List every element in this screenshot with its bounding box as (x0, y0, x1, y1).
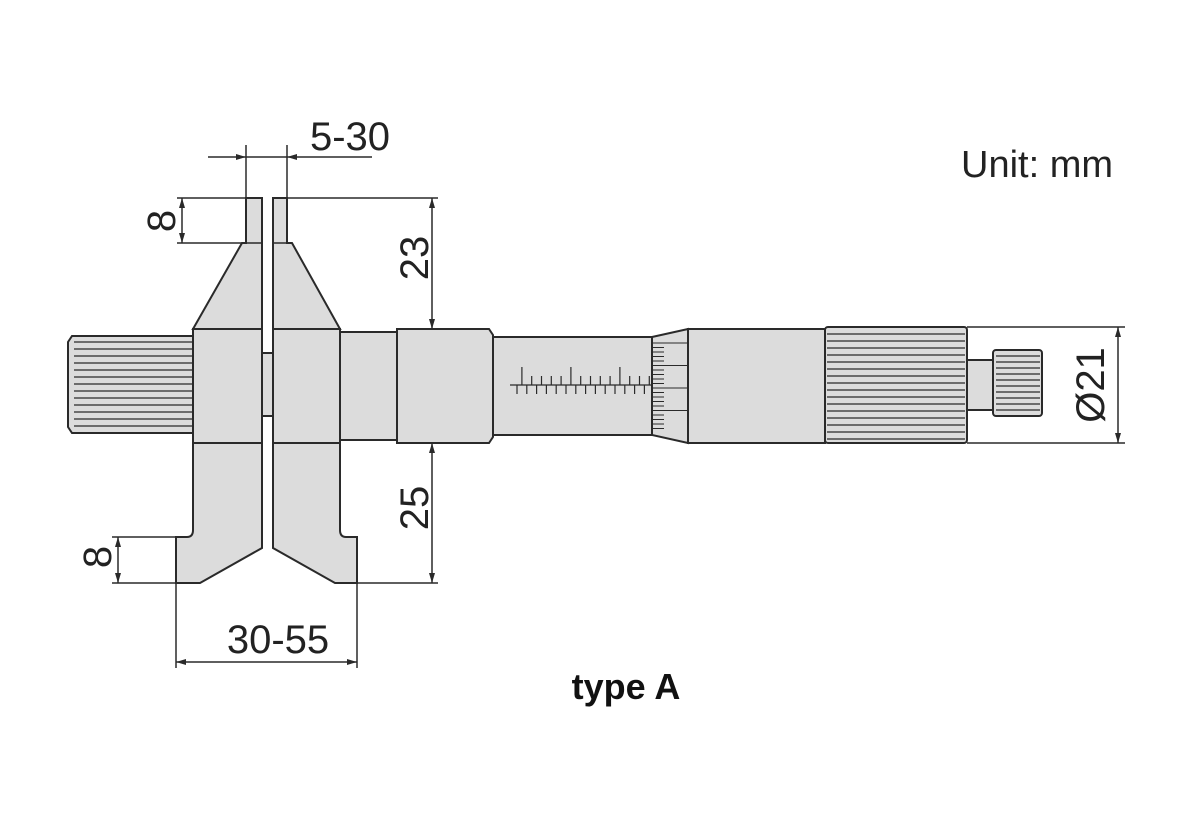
dim-upper-tip-label: 8 (140, 210, 184, 232)
dim-upper-jaw-label: 23 (393, 236, 437, 281)
dim-lower-jaw-label: 25 (393, 486, 437, 531)
sleeve (492, 336, 653, 436)
spindle-body (339, 331, 398, 441)
caption: type A (572, 666, 681, 707)
left-knurl (67, 335, 194, 434)
collar (396, 328, 494, 444)
dim-lower-tip: 8 (76, 536, 176, 584)
dim-upper-tip: 8 (140, 197, 246, 244)
sleeve-scale (510, 367, 652, 394)
ratchet-cap (992, 349, 1043, 417)
unit-label: Unit: mm (961, 144, 1113, 186)
dim-outer-range-label: 30-55 (227, 618, 329, 662)
upper-jaw-right (272, 197, 342, 330)
dim-tip-gap-label: 5-30 (310, 115, 390, 159)
thimble-bevel (651, 327, 689, 445)
body-block-left (192, 328, 263, 444)
dim-upper-jaw: 23 (287, 197, 438, 329)
body-block-right (272, 328, 341, 444)
dim-outer-range: 30-55 (175, 583, 358, 668)
center-connector (261, 352, 274, 417)
dim-diameter: Ø21 (967, 326, 1125, 444)
lower-jaw-left (175, 442, 263, 584)
upper-jaw-left (191, 197, 263, 330)
dim-lower-tip-label: 8 (76, 546, 120, 568)
dim-diameter-label: Ø21 (1069, 347, 1113, 423)
dim-tip-gap: 5-30 (208, 115, 390, 198)
thimble (687, 328, 826, 444)
lower-jaw-right (272, 442, 358, 584)
thimble-scale (652, 342, 688, 429)
dim-lower-jaw: 25 (357, 443, 438, 584)
ratchet-shaft (966, 359, 994, 411)
ratchet-knurl (824, 326, 968, 444)
